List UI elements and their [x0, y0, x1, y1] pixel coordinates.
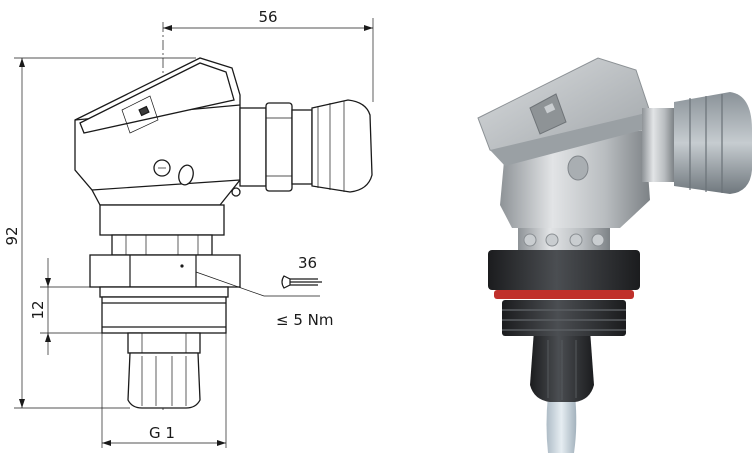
- hex-nut: [89, 254, 241, 298]
- dimension-thread: G 1: [101, 333, 227, 448]
- neck: [99, 204, 225, 256]
- wrench-callout: 36 ≤ 5 Nm: [195, 254, 333, 329]
- photo-side-gland: [642, 92, 752, 194]
- photo-bottom-gland: [530, 330, 594, 402]
- connection-head: [74, 57, 241, 206]
- photo-head: [477, 57, 651, 228]
- photo-hex-nut: [488, 250, 640, 290]
- dimension-92: 92: [3, 57, 196, 409]
- torque-label: ≤ 5 Nm: [276, 311, 333, 329]
- photo-thread: [502, 300, 626, 336]
- dimension-56-label: 56: [258, 8, 277, 26]
- dimension-12: 12: [29, 258, 102, 355]
- wrench-icon: [281, 275, 322, 289]
- cable-gland: [239, 99, 373, 193]
- wrench-size-label: 36: [298, 254, 317, 272]
- dimension-12-label: 12: [29, 300, 47, 319]
- dimension-56: 56: [163, 8, 374, 102]
- bottom-gland: [127, 332, 201, 409]
- dimension-92-label: 92: [3, 226, 21, 245]
- seal-ring: [494, 290, 634, 299]
- photo-neck: [518, 226, 610, 250]
- cable: [546, 395, 577, 453]
- thread-label: G 1: [149, 424, 175, 442]
